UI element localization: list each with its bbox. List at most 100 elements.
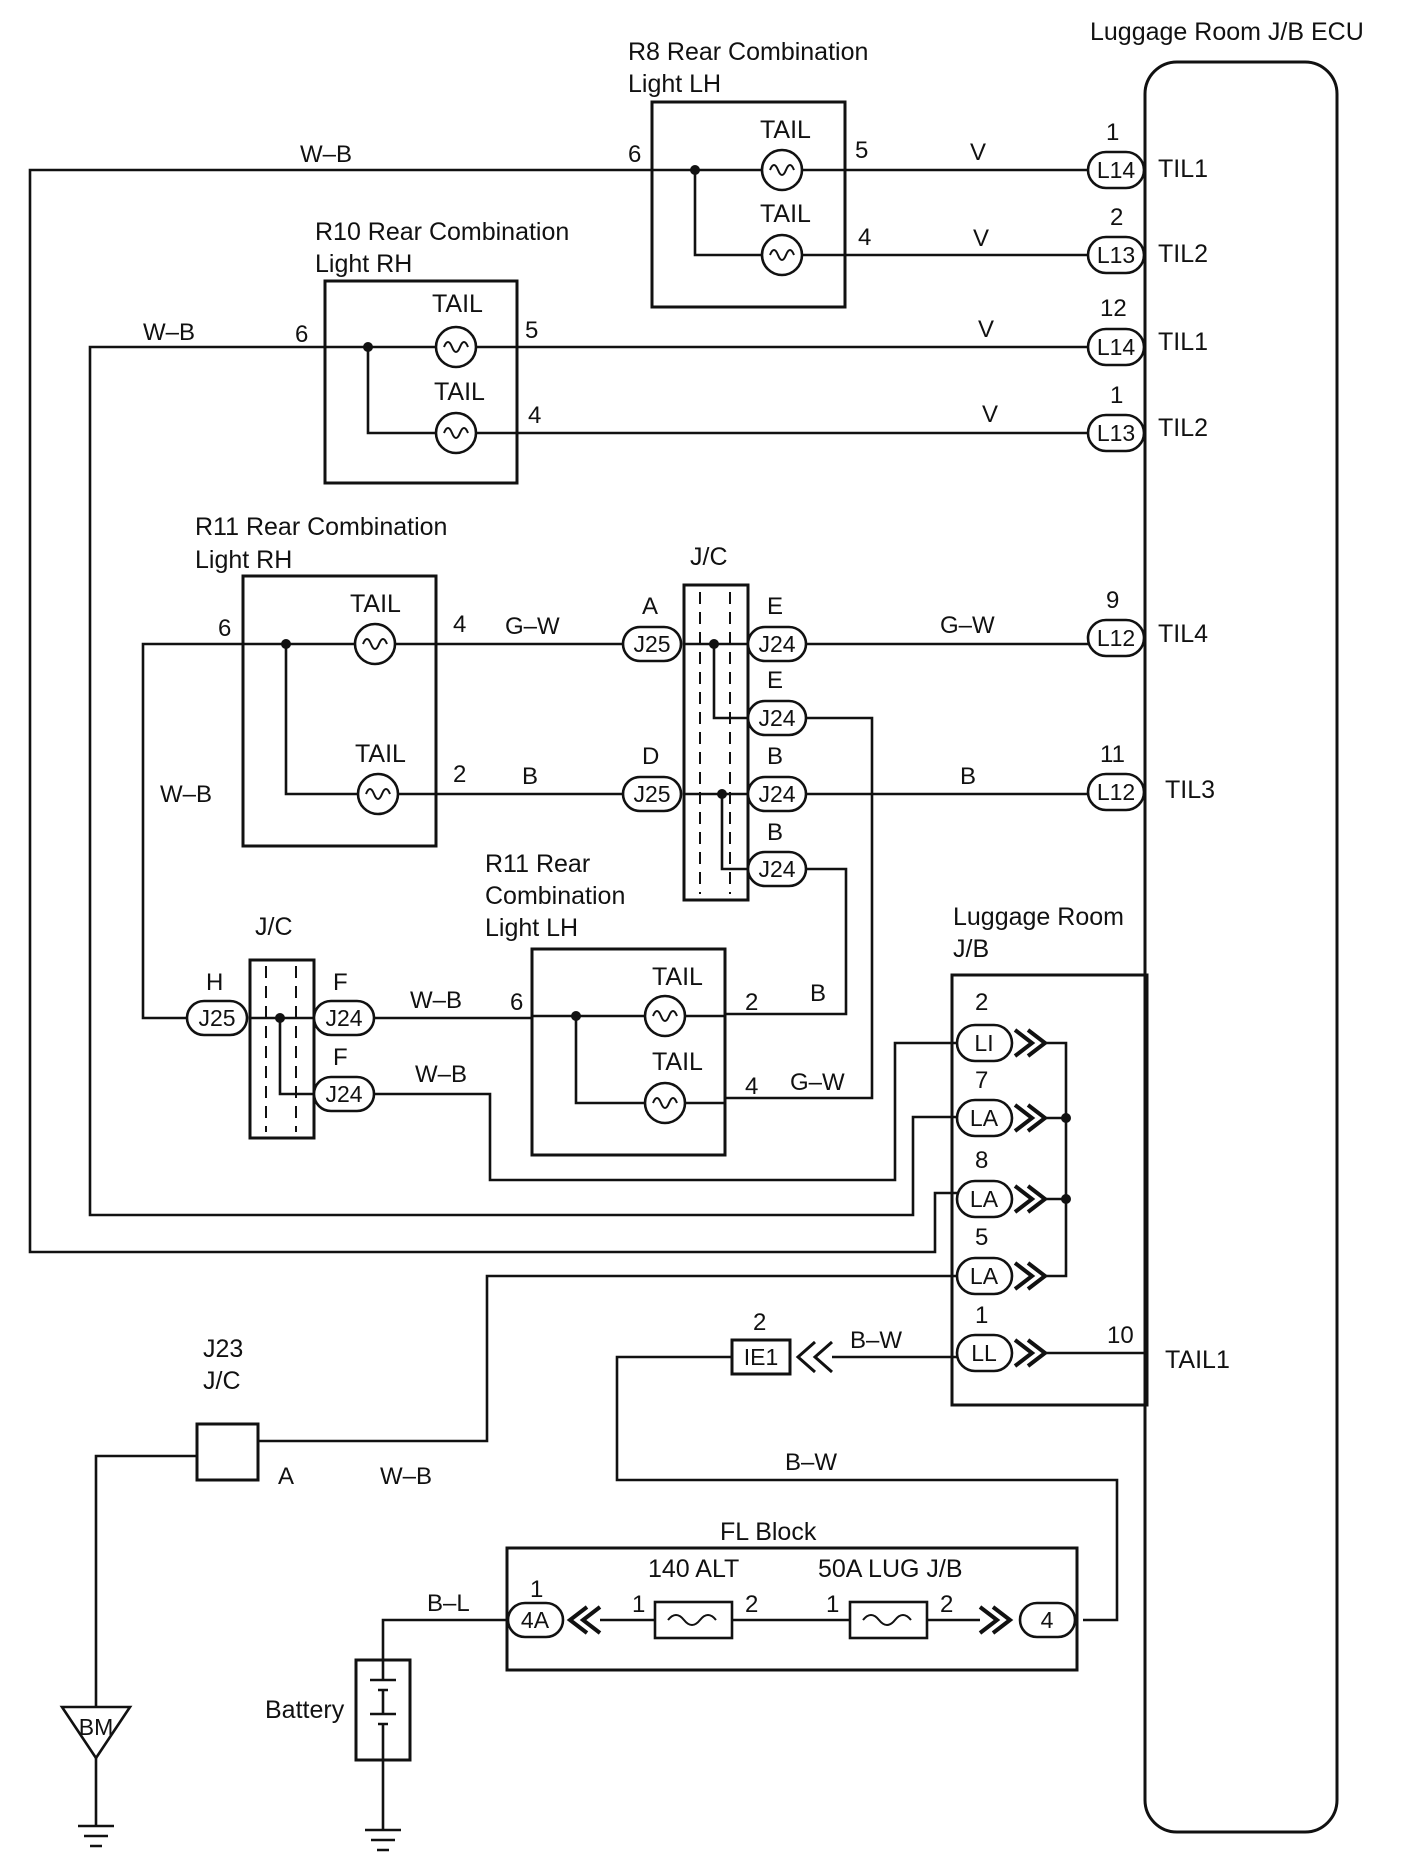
r8-tail1-label: TAIL	[760, 116, 811, 144]
r10-wire2-label: V	[982, 401, 998, 428]
ie1-arrow-icon	[795, 1340, 833, 1374]
fl-block-box	[505, 1546, 1079, 1672]
jc-upper-box	[682, 583, 750, 902]
r11lh-wire-in-label: W–B	[410, 987, 462, 1014]
svg-text:2: 2	[1110, 204, 1123, 231]
r11rh-tail2-label: TAIL	[355, 740, 406, 768]
svg-text:5: 5	[975, 1224, 988, 1251]
r11rh-tail1-label: TAIL	[350, 590, 401, 618]
r11lh-pin-out2: 4	[745, 1073, 758, 1100]
jc-lower-conn-j25-h	[185, 999, 249, 1037]
r8-wire1-label: V	[970, 139, 986, 166]
ie1-wire-label: B–W	[850, 1327, 902, 1354]
j23-line2: J/C	[203, 1367, 241, 1395]
r8-pin-out2: 4	[858, 224, 871, 251]
svg-text:J25: J25	[633, 781, 670, 807]
r11rh-box	[241, 574, 438, 848]
jc-lower-pin-f2: F	[333, 1044, 348, 1071]
r11-light-rh: R11 Rear Combination Light RH TAIL TAIL …	[195, 513, 466, 848]
r11rh-pin-in: 6	[218, 615, 231, 642]
jc-upper-conn-j25-a	[621, 625, 683, 663]
svg-text:2: 2	[940, 1591, 953, 1618]
r8-tail2-label: TAIL	[760, 200, 811, 228]
svg-text:J24: J24	[758, 631, 795, 657]
lug-jb-tail-name: TAIL1	[1165, 1346, 1230, 1374]
r11lh-title-line2: Combination	[485, 882, 625, 910]
r11rh-ground-wire-label: W–B	[160, 781, 212, 808]
r11-light-lh: R11 Rear Combination Light LH TAIL TAIL …	[485, 850, 758, 1157]
svg-text:J24: J24	[325, 1081, 362, 1107]
r8-bulb1-icon	[760, 148, 804, 192]
jc-lower-title: J/C	[255, 913, 293, 941]
r8-ground-wire-label: W–B	[300, 141, 352, 168]
r10-title-line2: Light RH	[315, 250, 412, 278]
svg-text:1: 1	[826, 1591, 839, 1618]
r10-box	[323, 279, 519, 485]
r11rh-pin-out2: 2	[453, 761, 466, 788]
r10-tail1-label: TAIL	[432, 290, 483, 318]
ecu-terminal-1: 1 L14 TIL1	[1086, 119, 1208, 190]
r10-pin-in: 6	[295, 321, 308, 348]
lug-jb-pin-li: 2 LI	[955, 989, 1049, 1063]
j23-pin: A	[278, 1463, 294, 1490]
lug-jb-title-line1: Luggage Room	[953, 903, 1124, 931]
ecu-conn-pill	[1086, 618, 1146, 658]
svg-text:LI: LI	[974, 1030, 993, 1056]
ecu-body	[1143, 60, 1339, 1834]
r11lh-wire2-label: G–W	[790, 1069, 845, 1096]
ecu-terminal-4: 1 L13 TIL2	[1086, 382, 1208, 453]
r11lh-wire1-label: B	[810, 980, 826, 1007]
ie1-name: IE1	[744, 1344, 779, 1370]
svg-text:7: 7	[975, 1067, 988, 1094]
jc-upper-title: J/C	[690, 543, 728, 571]
jc-lower-box	[248, 958, 316, 1140]
r11rh-wire2-label: B	[522, 763, 538, 790]
svg-text:L13: L13	[1097, 420, 1135, 446]
ecu-conn-pill	[1086, 413, 1146, 453]
svg-text:J24: J24	[325, 1005, 362, 1031]
svg-text:TIL2: TIL2	[1158, 414, 1208, 442]
svg-text:L14: L14	[1097, 157, 1136, 183]
svg-text:8: 8	[975, 1147, 988, 1174]
jc-upper-pin-d: D	[642, 743, 659, 770]
svg-text:LA: LA	[970, 1263, 999, 1289]
fl-block-title: FL Block	[720, 1518, 817, 1546]
svg-text:4: 4	[1041, 1607, 1054, 1633]
lug-jb-pin-ll: 1 LL	[955, 1302, 1049, 1373]
jc-lower-wire2-label: W–B	[415, 1061, 467, 1088]
ie1-pin: 2	[753, 1309, 766, 1336]
r11lh-junction-dot	[571, 1011, 581, 1021]
fl-fuse1-label: 140 ALT	[648, 1555, 739, 1583]
r8-pin-in: 6	[628, 141, 641, 168]
r11lh-tail1-label: TAIL	[652, 963, 703, 991]
ecu-conn-pill	[1086, 327, 1146, 367]
svg-text:1: 1	[1110, 382, 1123, 409]
svg-text:4A: 4A	[521, 1607, 550, 1633]
svg-text:2: 2	[745, 1591, 758, 1618]
r10-light-rh: R10 Rear Combination Light RH TAIL TAIL …	[295, 218, 569, 485]
lug-jb-box	[950, 973, 1149, 1407]
r11lh-title-line3: Light LH	[485, 914, 578, 942]
lug-jb-pin-la7: 7 LA	[955, 1067, 1049, 1138]
fl-conn-left-pin: 1	[530, 1576, 543, 1603]
j23-box	[195, 1422, 260, 1482]
battery-ground-icon	[365, 1760, 401, 1852]
r10-wire1-label: V	[978, 316, 994, 343]
bm-label: BM	[79, 1714, 114, 1740]
svg-text:1: 1	[1106, 119, 1119, 146]
jc-upper-pin-a: A	[642, 593, 658, 620]
fuse-140-alt-icon	[653, 1600, 734, 1640]
r11lh-pin-in: 6	[510, 989, 523, 1016]
jc-upper-pin-b1: B	[767, 743, 783, 770]
svg-text:TIL2: TIL2	[1158, 240, 1208, 268]
battery-label: Battery	[265, 1696, 345, 1724]
r8-junction-dot	[690, 165, 700, 175]
svg-text:9: 9	[1106, 587, 1119, 614]
svg-text:LL: LL	[971, 1340, 997, 1366]
svg-text:L12: L12	[1097, 625, 1135, 651]
ecu-conn-pill	[1086, 235, 1146, 275]
r11lh-pin-out1: 2	[745, 989, 758, 1016]
svg-text:LA: LA	[970, 1105, 999, 1131]
ie1-connector: 2 IE1	[730, 1309, 833, 1376]
svg-text:J24: J24	[758, 856, 795, 882]
